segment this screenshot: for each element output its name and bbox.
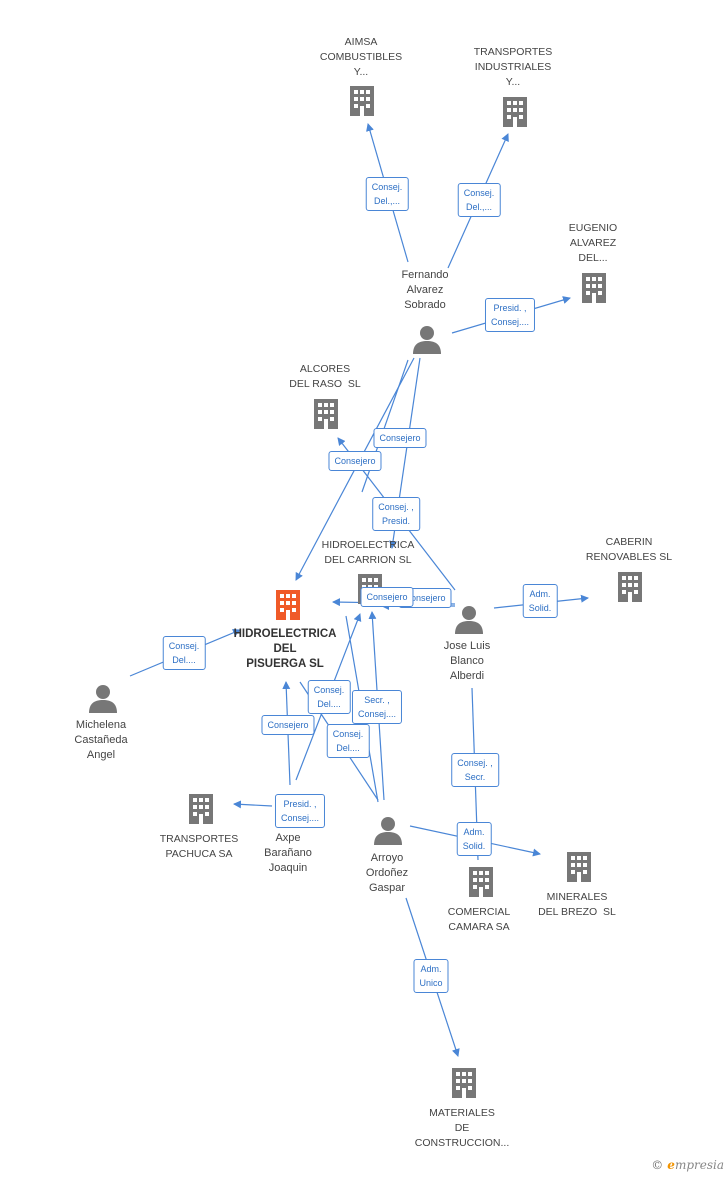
node-hidroelectrica-pisuerga-label[interactable]: HIDROELECTRICA DEL PISUERGA SL xyxy=(233,628,337,670)
node-minerales-label[interactable]: MINERALES DEL BREZO SL xyxy=(538,891,616,918)
edge-label-arroyo-carrion-del[interactable]: Consej. Del.... xyxy=(326,724,370,758)
edge-label-axpe-pisuerga[interactable]: Consejero xyxy=(261,715,315,735)
edge-fernando-carrion-2 xyxy=(361,359,409,493)
node-transportes-pachuca-label[interactable]: TRANSPORTES PACHUCA SA xyxy=(159,833,239,860)
edge-label-fernando-pisuerga[interactable]: Consejero xyxy=(328,451,382,471)
edge-label-fernando-eugenio[interactable]: Presid. , Consej.... xyxy=(484,298,536,332)
edge-axpe-pachuca xyxy=(233,800,273,809)
building-icon[interactable] xyxy=(564,850,594,884)
node-arroyo-label[interactable]: Arroyo Ordoñez Gaspar xyxy=(365,852,409,894)
edge-label-fernando-carrion[interactable]: Consejero xyxy=(373,428,427,448)
building-icon[interactable] xyxy=(579,271,609,305)
node-aimsa-label[interactable]: AIMSA COMBUSTIBLES Y... xyxy=(319,36,403,78)
brand-logo-initial: e xyxy=(667,1158,675,1172)
brand-logo-text: mpresia xyxy=(674,1158,724,1172)
node-alcores-label[interactable]: ALCORES DEL RASO SL xyxy=(289,363,361,390)
building-icon[interactable] xyxy=(500,95,530,129)
node-eugenio-alvarez-label[interactable]: EUGENIO ALVAREZ DEL... xyxy=(568,222,618,264)
node-hidroelectrica-carrion-label[interactable]: HIDROELECTRICA DEL CARRION SL xyxy=(321,539,415,566)
person-icon[interactable] xyxy=(373,813,403,847)
person-icon[interactable] xyxy=(454,602,484,636)
building-icon[interactable] xyxy=(466,865,496,899)
building-icon[interactable] xyxy=(615,570,645,604)
main-building-icon[interactable] xyxy=(273,588,303,622)
edge-label-arroyo-carrion-secr[interactable]: Secr. , Consej.... xyxy=(351,690,403,724)
person-icon[interactable] xyxy=(412,322,442,356)
building-icon[interactable] xyxy=(311,397,341,431)
node-comercial-camara-label[interactable]: COMERCIAL CAMARA SA xyxy=(447,906,511,933)
edge-label-jose-comercial[interactable]: Consej. , Secr. xyxy=(451,753,499,787)
edge-label-arroyo-materiales[interactable]: Adm. Unico xyxy=(413,959,449,993)
edge-label-axpe-pachuca[interactable]: Presid. , Consej.... xyxy=(274,794,326,828)
node-materiales-label[interactable]: MATERIALES DE CONSTRUCCION... xyxy=(414,1107,510,1149)
edge-label-michelena-pisuerga[interactable]: Consej. Del.... xyxy=(162,636,206,670)
edge-label-fernando-transportes[interactable]: Consej. Del.,... xyxy=(457,183,501,217)
building-icon[interactable] xyxy=(347,84,377,118)
node-axpe-label[interactable]: Axpe Barañano Joaquin xyxy=(264,832,312,874)
node-michelena-label[interactable]: Michelena Castañeda Angel xyxy=(74,719,128,761)
node-caberin-label[interactable]: CABERIN RENOVABLES SL xyxy=(585,536,673,563)
brand-footer: ©empresia xyxy=(651,1158,724,1172)
building-icon[interactable] xyxy=(449,1066,479,1100)
building-icon[interactable] xyxy=(186,792,216,826)
copyright-symbol: © xyxy=(651,1158,664,1172)
node-fernando-alvarez-label[interactable]: Fernando Alvarez Sobrado xyxy=(401,269,449,311)
node-jose-luis-label[interactable]: Jose Luis Blanco Alberdi xyxy=(443,640,491,682)
edge-label-arroyo-pisuerga[interactable]: Consej. Del.... xyxy=(307,680,351,714)
edge-label-arroyo-minerales[interactable]: Adm. Solid. xyxy=(456,822,492,856)
edge-label-jose-carrion[interactable]: Consejero xyxy=(360,587,414,607)
edge-label-fernando-aimsa[interactable]: Consej. Del.,... xyxy=(365,177,409,211)
node-transportes-industriales-label[interactable]: TRANSPORTES INDUSTRIALES Y... xyxy=(473,46,553,88)
person-icon[interactable] xyxy=(88,681,118,715)
edge-label-jose-alcores[interactable]: Consej. , Presid. xyxy=(372,497,420,531)
edge-label-jose-caberin[interactable]: Adm. Solid. xyxy=(522,584,558,618)
